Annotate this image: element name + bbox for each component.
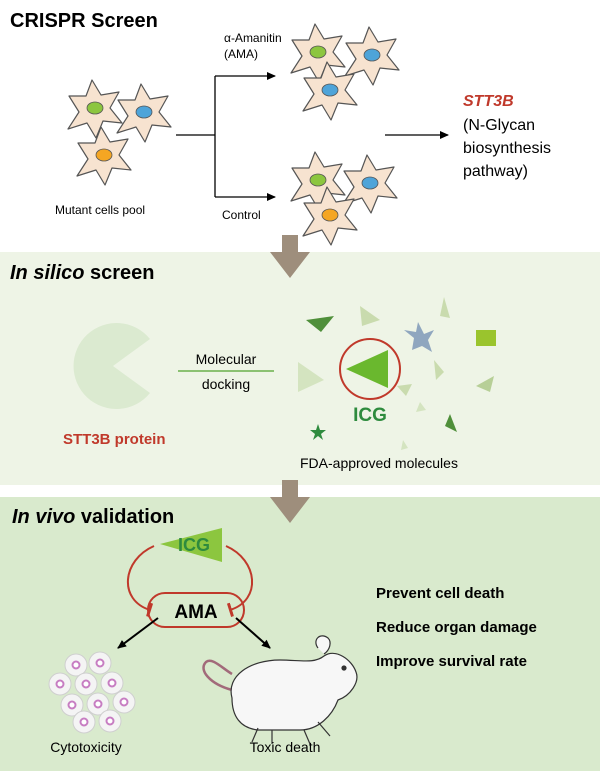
pool-label: Mutant cells pool [55,203,145,217]
docking-line1: Molecular [196,351,257,367]
left-effect-label: Cytotoxicity [50,739,122,755]
cytotoxicity-cells [48,651,136,734]
down-arrow-2 [270,480,310,523]
ama-treated-cells [290,23,400,121]
stt3b-protein-shape [73,323,150,409]
library-label: FDA-approved molecules [300,455,458,471]
treatment-label-line2: (AMA) [224,47,258,61]
icg-molecule [346,350,388,388]
hit-circle [339,338,401,400]
protein-label: STT3B protein [63,431,166,448]
ama-toxin-box [147,592,245,628]
control-cells [290,151,398,246]
toxin-label: AMA [174,602,218,623]
branch-arrows [176,72,276,201]
drug-label: ICG [178,535,210,555]
outcome-3: Improve survival rate [376,653,527,670]
inhibition-right [225,545,254,617]
arrow-to-toxic-death [235,617,271,649]
result-gene: STT3B [463,93,514,110]
cell-orange [76,126,132,186]
mouse-icon [202,635,358,745]
result-line2: biosynthesis [463,140,551,157]
panel3-title: In vivo validation [12,506,174,528]
down-arrow-1 [270,235,310,278]
control-label: Control [222,208,261,222]
result-line3: pathway) [463,163,528,180]
panel1-title: CRISPR Screen [10,10,158,32]
molecule-library [298,297,496,450]
mutant-cell-pool [67,79,172,186]
result-line1: (N-Glycan [463,117,535,134]
panel2-title: In silico screen [10,262,155,284]
cell-green [67,79,123,139]
arrow-to-cytotoxicity [117,617,159,649]
treatment-label-line1: α-Amanitin [224,31,282,45]
icg-drug-shape [160,528,222,562]
right-effect-label: Toxic death [250,739,321,755]
panel-crispr-screen: CRISPR Screen Mutant cells pool α-Amanit… [10,10,551,246]
docking-line2: docking [202,376,250,392]
outcome-2: Reduce organ damage [376,619,537,636]
cell-blue [116,83,172,143]
hit-label: ICG [353,405,387,426]
outcome-1: Prevent cell death [376,585,504,602]
inhibition-left [126,545,155,617]
panel-in-vivo-validation: In vivo validation ICG AMA [12,506,537,755]
panel-in-silico-screen: In silico screen STT3B protein Molecular… [10,262,496,471]
